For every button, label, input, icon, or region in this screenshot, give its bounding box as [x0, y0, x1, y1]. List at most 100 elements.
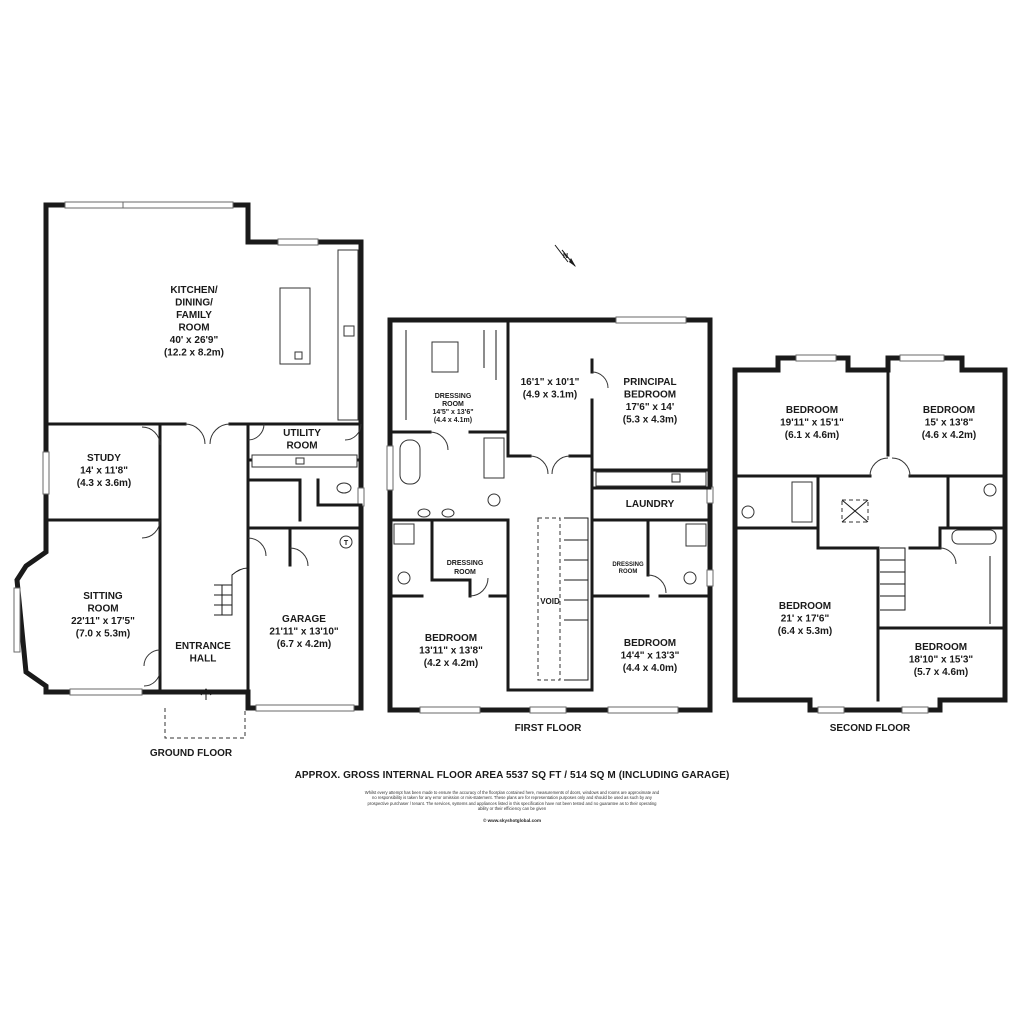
room-label-line: 21' x 17'6" [781, 614, 830, 625]
window [529, 706, 567, 714]
room-label-line: 15' x 13'8" [925, 418, 974, 429]
door-swing [247, 423, 265, 441]
porch-outline [164, 708, 246, 739]
room-label-line: 18'10" x 15'3" [909, 655, 974, 666]
toilet-icon [983, 483, 997, 497]
second-floor-plan [732, 354, 1008, 714]
room-label-line: ROOM [619, 569, 638, 575]
room-label-second-bedroom-tr: BEDROOM 15' x 13'8"(4.6 x 4.2m) [922, 405, 976, 441]
room-label-line: BEDROOM [624, 638, 676, 649]
room-label-line: 14'5" x 13'6" [432, 409, 473, 416]
toilet-icon [741, 505, 755, 519]
door-swing [289, 547, 309, 567]
dressing-island [431, 341, 459, 373]
skylight-outline [841, 499, 869, 523]
door-swing [141, 519, 161, 539]
toilet-icon [683, 571, 697, 585]
shower-icon [393, 523, 415, 545]
window [706, 569, 714, 587]
room-label-first-void: VOID [540, 597, 560, 606]
room-label-line: 22'11" x 17'5" [71, 616, 135, 627]
skylight-cross [841, 499, 869, 523]
room-label-line: ROOM [87, 604, 118, 615]
room-label-line: BEDROOM [915, 642, 967, 653]
door-swing [141, 426, 161, 446]
staircase [564, 517, 589, 681]
room-label-line: LAUNDRY [626, 499, 675, 510]
toilet-icon [336, 482, 352, 494]
room-label-line: UTILITY [283, 428, 321, 439]
laundry-counter [595, 471, 707, 487]
room-label-line: ENTRANCE [175, 641, 231, 652]
door-swing [529, 455, 571, 475]
room-label-line: (4.2 x 4.2m) [424, 658, 478, 669]
ground-inner-walls [44, 422, 363, 710]
window [615, 316, 687, 324]
window [899, 354, 945, 362]
room-label-line: 40' x 26'9" [170, 335, 219, 346]
compass-icon: N [554, 244, 576, 267]
window [69, 688, 143, 696]
door-swing [647, 574, 667, 594]
room-label-line: GARAGE [282, 614, 326, 625]
room-label-line: ROOM [286, 441, 317, 452]
room-label-line: (6.1 x 4.6m) [785, 430, 839, 441]
room-label-line: (4.6 x 4.2m) [922, 430, 976, 441]
window [817, 706, 845, 714]
ground-floor-label: GROUND FLOOR [150, 748, 233, 759]
room-label-line: BEDROOM [624, 390, 676, 401]
shower-icon [791, 481, 813, 523]
first-floor-label: FIRST FLOOR [515, 723, 582, 734]
room-label-line: (5.3 x 4.3m) [623, 415, 677, 426]
toilet-icon [397, 571, 411, 585]
room-label-line: DRESSING [447, 560, 484, 567]
toilet-icon [487, 493, 501, 507]
room-label-line: (4.9 x 3.1m) [523, 390, 577, 401]
entrance-arrow-icon [200, 688, 212, 700]
ground-front-wall [157, 689, 251, 711]
room-label-line: SITTING [83, 591, 123, 602]
bathtub-icon [951, 529, 997, 545]
second-inner-walls [733, 368, 1007, 702]
bathtub-icon [399, 439, 421, 485]
room-label-line: VOID [540, 597, 560, 606]
window [64, 201, 124, 209]
door-swing [184, 423, 231, 445]
sink-icon [295, 457, 305, 465]
garage-door [255, 704, 355, 712]
window [386, 445, 394, 491]
room-label-line: DRESSING [612, 562, 644, 568]
floor-area-summary: APPROX. GROSS INTERNAL FLOOR AREA 5537 S… [294, 770, 730, 781]
first-outer-wall [387, 317, 713, 713]
sink-icon [294, 351, 303, 360]
room-label-line: STUDY [87, 453, 121, 464]
void-outline [537, 517, 561, 681]
room-label-line: HALL [190, 654, 217, 665]
room-label-first-principal-dims: 16'1" x 10'1"(4.9 x 3.1m) [521, 377, 580, 401]
door-swing [469, 577, 489, 597]
room-label-line: PRINCIPAL [623, 377, 676, 388]
basin-icon [417, 508, 431, 518]
room-label-line: 14' x 11'8" [80, 466, 128, 477]
door-swing [939, 547, 957, 565]
ground-floor-plan [13, 201, 365, 739]
hob-icon [343, 325, 355, 337]
room-label-line: DRESSING [435, 393, 472, 400]
room-label-line: BEDROOM [786, 405, 838, 416]
room-label-line: (4.4 x 4.1m) [434, 417, 472, 424]
room-label-line: (6.7 x 4.2m) [277, 639, 331, 650]
door-swing [869, 457, 911, 477]
room-label-line: (4.3 x 3.6m) [77, 478, 131, 489]
window [277, 238, 319, 246]
room-label-line: BEDROOM [923, 405, 975, 416]
first-inner-walls [388, 318, 712, 692]
room-label-line: KITCHEN/ [170, 285, 217, 296]
